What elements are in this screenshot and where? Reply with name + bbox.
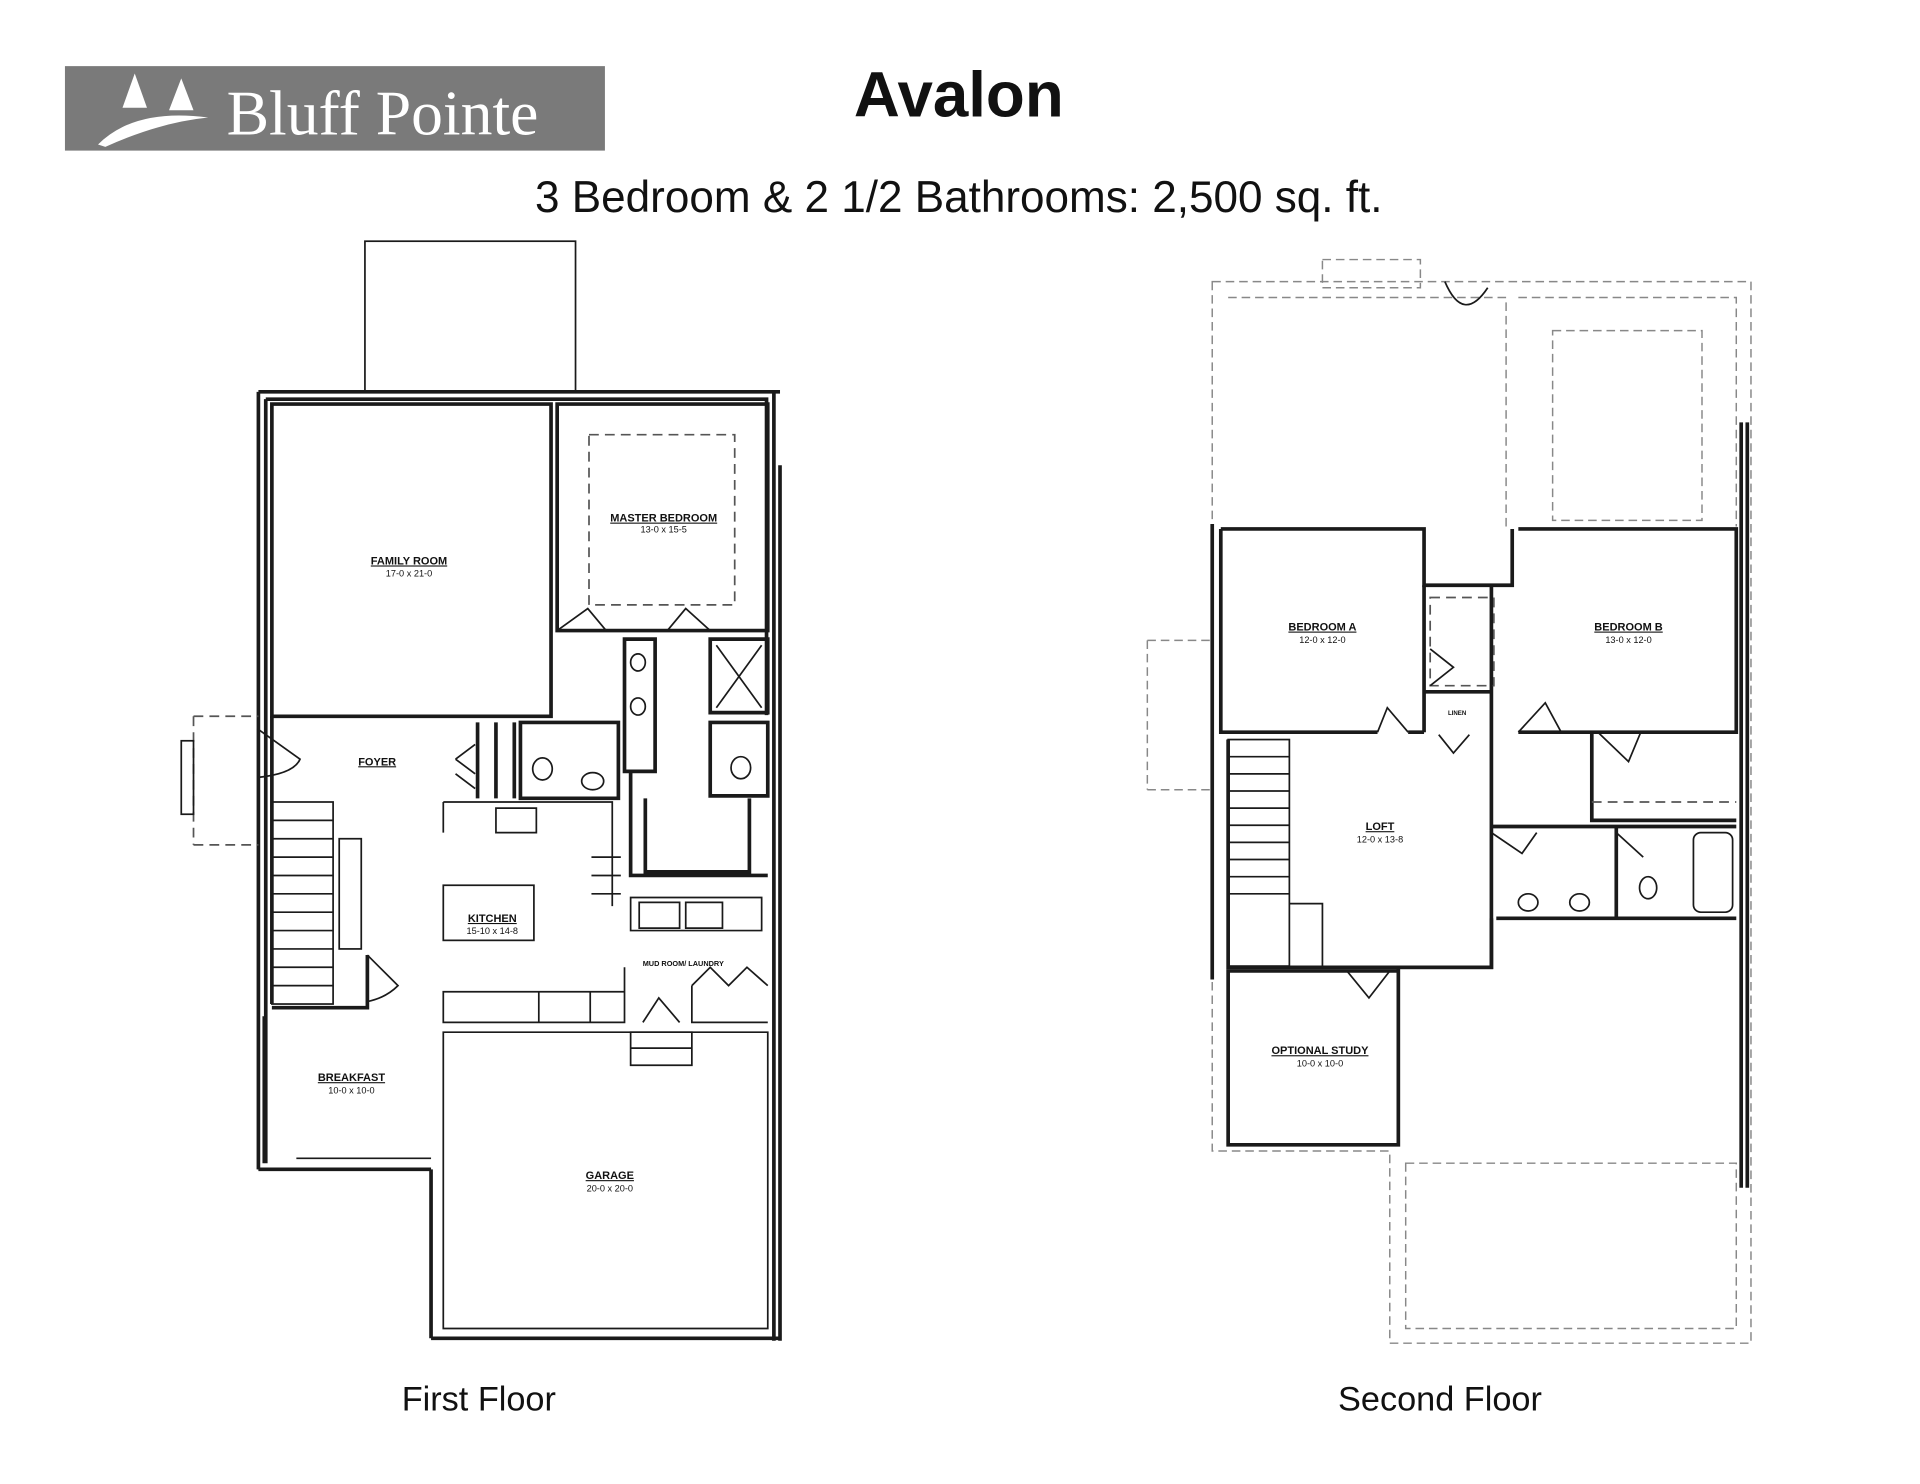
first-floor-caption: First Floor — [402, 1381, 556, 1419]
room-master-bedroom: MASTER BEDROOM — [610, 513, 717, 525]
dim-master-bedroom: 13-0 x 15-5 — [640, 525, 686, 535]
dim-loft: 12-0 x 13-8 — [1357, 834, 1403, 844]
room-bedroom-b: BEDROOM B — [1594, 622, 1662, 634]
room-bedroom-a: BEDROOM A — [1288, 622, 1356, 634]
room-mud-room: MUD ROOM/ LAUNDRY — [643, 959, 724, 968]
room-optional-study: OPTIONAL STUDY — [1271, 1045, 1369, 1057]
room-loft: LOFT — [1366, 821, 1395, 833]
room-kitchen: KITCHEN — [468, 913, 517, 925]
dim-bedroom-b: 13-0 x 12-0 — [1605, 635, 1651, 645]
bluff-pointe-logo: Bluff Pointe — [64, 66, 605, 151]
room-breakfast: BREAKFAST — [318, 1072, 386, 1084]
room-foyer: FOYER — [358, 756, 396, 768]
room-garage: GARAGE — [586, 1170, 634, 1182]
dim-kitchen: 15-10 x 14-8 — [467, 926, 518, 936]
dim-family-room: 17-0 x 21-0 — [386, 569, 432, 579]
first-floor-plan: FAMILY ROOM 17-0 x 21-0 MASTER BEDROOM 1… — [180, 240, 782, 1341]
room-family-room: FAMILY ROOM — [371, 555, 447, 567]
plan-subtitle: 3 Bedroom & 2 1/2 Bathrooms: 2,500 sq. f… — [535, 173, 1382, 222]
plan-title: Avalon — [854, 59, 1064, 130]
dim-optional-study: 10-0 x 10-0 — [1297, 1058, 1343, 1068]
pine-trees-icon — [98, 73, 209, 147]
dim-garage: 20-0 x 20-0 — [587, 1183, 633, 1193]
second-floor-plan: BEDROOM A 12-0 x 12-0 BEDROOM B 13-0 x 1… — [1146, 258, 1752, 1344]
second-floor-caption: Second Floor — [1338, 1381, 1542, 1419]
dim-bedroom-a: 12-0 x 12-0 — [1299, 635, 1345, 645]
dim-breakfast: 10-0 x 10-0 — [328, 1085, 374, 1095]
logo-text: Bluff Pointe — [227, 78, 539, 149]
room-linen: LINEN — [1448, 710, 1466, 717]
